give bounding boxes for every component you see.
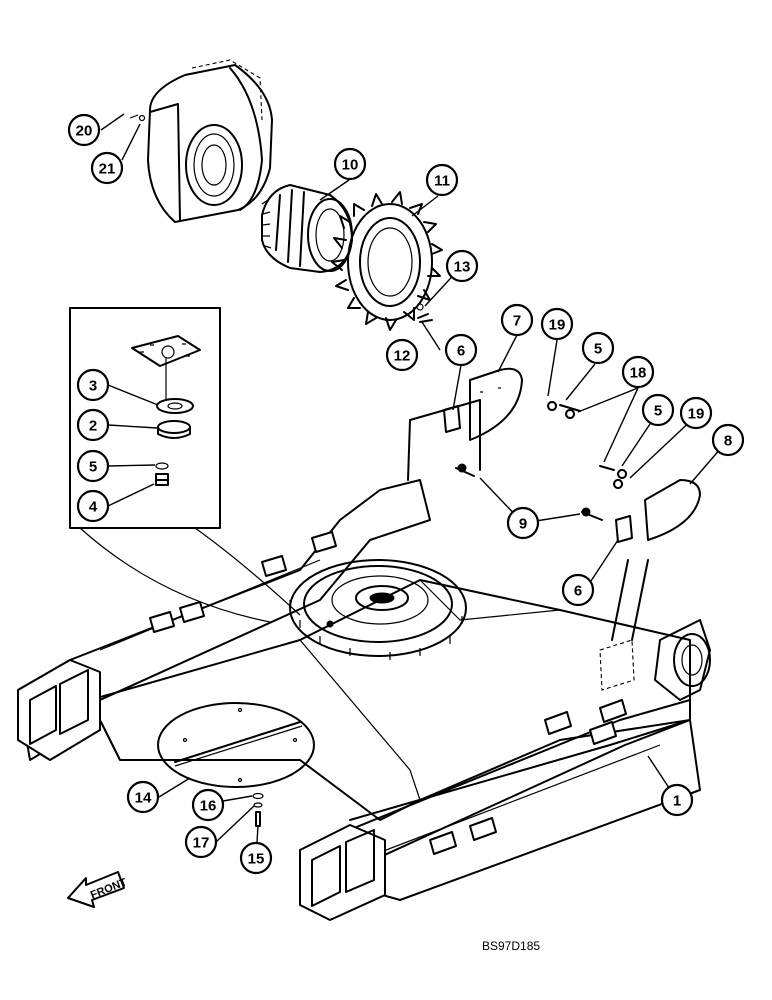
motor-bolt-and-washer [129,114,146,122]
callout-circle [385,338,419,372]
callout-circle [561,573,595,607]
callout-16: 16 [191,788,225,822]
callout-number: 19 [688,406,705,423]
callout-circle [641,393,675,427]
callout-number: 6 [457,343,465,360]
callout-circle [239,841,273,875]
bracket-bolts [455,401,628,521]
drive-sprocket [331,191,443,331]
callout-circle [333,147,367,181]
callout-1: 1 [660,783,694,817]
callout-circle [126,780,160,814]
cover-plate-8 [644,479,701,541]
cover-bolt-and-washers [252,792,264,827]
callout-circle [506,506,540,540]
callout-19: 19 [540,307,574,341]
callout-8: 8 [711,423,745,457]
swing-bearing-detail-inset [69,307,301,623]
callout-circle [711,423,745,457]
callout-number: 2 [89,418,97,435]
front-label: FRONT [89,876,129,901]
callout-number: 9 [519,516,527,533]
callout-number: 7 [513,313,521,330]
callout-number: 14 [135,790,152,807]
front-direction-arrow: FRONT [67,871,129,908]
callout-number: 4 [89,499,98,516]
callout-circle [76,489,110,523]
callout-5: 5 [76,449,110,483]
callout-circle [184,825,218,859]
callout-number: 19 [549,317,566,334]
callout-number: 6 [574,583,582,600]
callout-circle [191,788,225,822]
sprocket-bolt-and-washer [416,303,433,323]
callout-number: 13 [454,259,471,276]
callout-number: 5 [89,459,97,476]
callout-17: 17 [184,825,218,859]
bottom-cover-plate [157,702,315,788]
callout-circle [581,331,615,365]
callout-number: 1 [673,793,681,810]
drawing-code: BS97D185 [482,939,540,953]
callout-circle [540,307,574,341]
callout-4: 4 [76,489,110,523]
callout-21: 21 [90,151,124,185]
callout-number: 18 [630,365,647,382]
callout-circle [76,368,110,402]
callout-13: 13 [445,249,479,283]
drive-motor-housing [147,59,273,223]
callout-5: 5 [581,331,615,365]
callout-7: 7 [500,303,534,337]
callout-11: 11 [425,163,459,197]
cover-plate-7 [469,367,523,441]
callout-14: 14 [126,780,160,814]
callout-circle [76,449,110,483]
callout-circle [445,249,479,283]
callout-19: 19 [679,396,713,430]
callout-3: 3 [76,368,110,402]
callout-number: 17 [193,835,210,852]
callout-number: 11 [434,173,450,190]
callout-6: 6 [444,333,478,367]
callout-circle [444,333,478,367]
callout-15: 15 [239,841,273,875]
callout-circle [425,163,459,197]
callout-layer: 20 21 10 11 13 12 7 19 5 6 18 5 19 8 3 2 5 4 9 6 14 16 17 15 1 [67,113,745,875]
callout-2: 2 [76,408,110,442]
callout-circle [660,783,694,817]
callout-18: 18 [621,355,655,389]
callout-20: 20 [67,113,101,147]
callout-circle [67,113,101,147]
callout-circle [621,355,655,389]
callout-12: 12 [385,338,419,372]
shim-6-lower [615,515,633,543]
callout-9: 9 [506,506,540,540]
callout-circle [90,151,124,185]
callout-number: 12 [394,348,411,365]
track-frame [17,399,711,921]
callout-circle [500,303,534,337]
callout-circle [76,408,110,442]
callout-number: 20 [76,123,93,140]
callout-10: 10 [333,147,367,181]
callout-5: 5 [641,393,675,427]
leader-lines [100,113,729,859]
callout-number: 3 [89,378,97,395]
callout-number: 15 [248,851,265,868]
callout-number: 5 [594,341,602,358]
callout-number: 5 [654,403,662,420]
callout-number: 21 [99,161,116,178]
travel-motor-reducer [261,184,353,273]
callout-number: 10 [342,157,359,174]
swing-bearing-ring [289,559,467,660]
callout-6: 6 [561,573,595,607]
callout-number: 16 [200,798,217,815]
callout-number: 8 [724,433,732,450]
callout-circle [679,396,713,430]
